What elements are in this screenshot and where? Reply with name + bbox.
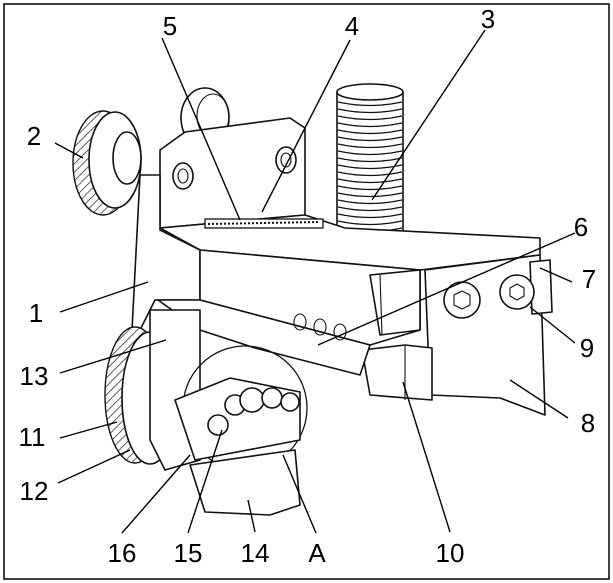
callout-8: 8 (581, 408, 595, 438)
callout-labels: 5 4 3 2 6 7 1 9 13 8 11 12 16 15 14 A 10 (19, 4, 597, 568)
callout-2: 2 (27, 121, 41, 151)
callout-A: A (308, 538, 326, 568)
callout-11: 11 (19, 422, 46, 452)
callout-1: 1 (29, 298, 43, 328)
slider-part-14 (189, 449, 301, 516)
thread-ring (337, 178, 403, 184)
thread-ring (337, 213, 403, 219)
ball-cage-detail-A (174, 345, 308, 471)
callout-9: 9 (580, 333, 594, 363)
figure-border (3, 3, 610, 580)
thread-ring (337, 136, 403, 142)
threaded-rod-part-3 (336, 83, 404, 250)
ball-part-15 (207, 414, 229, 436)
bolt-part-9 (499, 274, 535, 310)
thread-ring (337, 171, 403, 177)
callout-15: 15 (174, 538, 203, 568)
thread-ring (337, 143, 403, 149)
callout-4: 4 (345, 11, 359, 41)
thread-ring (337, 220, 403, 226)
callout-5: 5 (163, 11, 177, 41)
thread-ring (337, 150, 403, 156)
callout-13: 13 (20, 361, 49, 391)
thread-ring (337, 199, 403, 205)
callout-12: 12 (20, 476, 49, 506)
thread-ring (337, 164, 403, 170)
callout-7: 7 (582, 264, 596, 294)
thread-ring (337, 108, 403, 114)
callout-10: 10 (436, 538, 465, 568)
leader-lines (54, 29, 576, 534)
slot-part-5 (204, 218, 324, 229)
thread-ring (337, 129, 403, 135)
callout-14: 14 (241, 538, 270, 568)
main-body-part-1 (131, 174, 421, 346)
callout-3: 3 (481, 4, 495, 34)
mounting-plate (159, 117, 541, 271)
thread-ring (337, 206, 403, 212)
thread-ring (337, 122, 403, 128)
thread-ring (337, 185, 403, 191)
side-plate-part-8 (424, 254, 553, 416)
thread-ring (337, 157, 403, 163)
thread-ring (337, 192, 403, 198)
thread-ring (337, 101, 403, 107)
callout-16: 16 (108, 538, 137, 568)
thread-ring (337, 115, 403, 121)
callout-6: 6 (574, 212, 588, 242)
block-part-10 (361, 344, 433, 401)
